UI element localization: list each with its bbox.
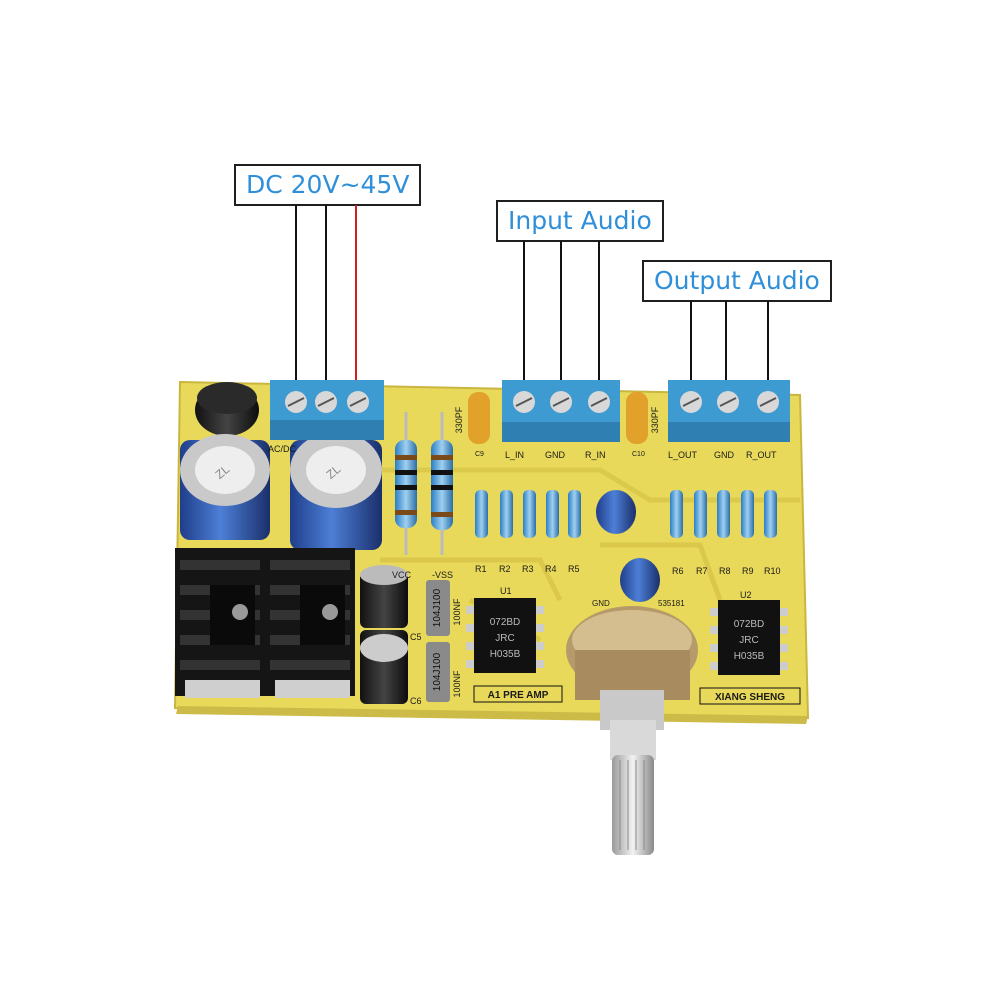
silk-r4: R4 [545,564,557,574]
callout-wires [295,205,769,402]
resistors-r1-r5 [475,490,581,538]
power-resistor-1 [395,412,417,555]
small-capacitor-blue-2 [620,558,660,602]
silk-r3: R3 [522,564,534,574]
silk-r5: R5 [568,564,580,574]
silk-gnd-mid: GND [592,599,610,608]
silk-vcc: VCC [392,570,412,580]
silk-330pf-a: 330PF [454,406,464,433]
film-label-bottom: 104J100 [432,652,443,691]
silk-100nf-a: 100NF [452,598,462,626]
capacitor-c5 [360,565,408,628]
silk-code: 535181 [658,599,685,608]
silk-u1: U1 [500,586,512,596]
u1-chip-line3: H035B [490,649,521,660]
filter-capacitor-right: ZL [290,432,382,550]
small-capacitor-blue [596,490,636,534]
silk-gnd-in: GND [545,450,566,460]
output-terminal-block [668,380,790,442]
silk-r7: R7 [696,566,708,576]
silk-r1: R1 [475,564,487,574]
silk-brand-left: A1 PRE AMP [488,690,549,701]
silk-r-out: R_OUT [746,450,777,460]
silk-r10: R10 [764,566,781,576]
silk-100nf-b: 100NF [452,670,462,698]
heatsink-right [265,548,355,698]
silk-vss: -VSS [432,570,453,580]
u2-chip-line3: H035B [734,651,765,662]
silk-r6: R6 [672,566,684,576]
u1-chip-line2: JRC [495,633,514,644]
dc-input-callout: DC 20V~45V [234,164,422,206]
ceramic-cap-c9 [468,392,490,444]
input-audio-callout: Input Audio [496,200,664,242]
silk-r8: R8 [719,566,731,576]
silk-c6: C6 [410,696,422,706]
u2-chip-line2: JRC [739,635,758,646]
filter-capacitor-left: ZL [180,434,270,540]
silk-330pf-b: 330PF [650,406,660,433]
resistors-r6-r10 [670,490,777,538]
silk-c10: C10 [632,451,645,458]
silk-c9: C9 [475,451,484,458]
volume-potentiometer [566,606,698,855]
power-resistor-2 [431,412,453,555]
silk-u2: U2 [740,590,752,600]
silk-r-in: R_IN [585,450,606,460]
silk-l-out: L_OUT [668,450,698,460]
silk-acdc: AC/DC [268,444,297,454]
ic-u1: 072BD JRC H035B [466,598,544,673]
heatsink-left [175,548,265,698]
ic-u2: 072BD JRC H035B [710,600,788,675]
input-terminal-block [502,380,620,442]
silk-gnd-out: GND [714,450,735,460]
ceramic-cap-c10 [626,392,648,444]
u1-chip-line1: 072BD [490,617,521,628]
silk-l-in: L_IN [505,450,524,460]
output-audio-callout: Output Audio [642,260,832,302]
film-capacitor-top: 104J100 [426,580,450,636]
black-capacitor [195,382,259,436]
silk-c5: C5 [410,632,422,642]
power-terminal-block [270,380,384,440]
u2-chip-line1: 072BD [734,619,765,630]
silk-brand-right: XIANG SHENG [715,692,785,703]
silk-r9: R9 [742,566,754,576]
capacitor-c6 [360,630,408,704]
film-capacitor-bottom: 104J100 [426,642,450,702]
film-label-top: 104J100 [432,588,443,627]
silk-r2: R2 [499,564,511,574]
